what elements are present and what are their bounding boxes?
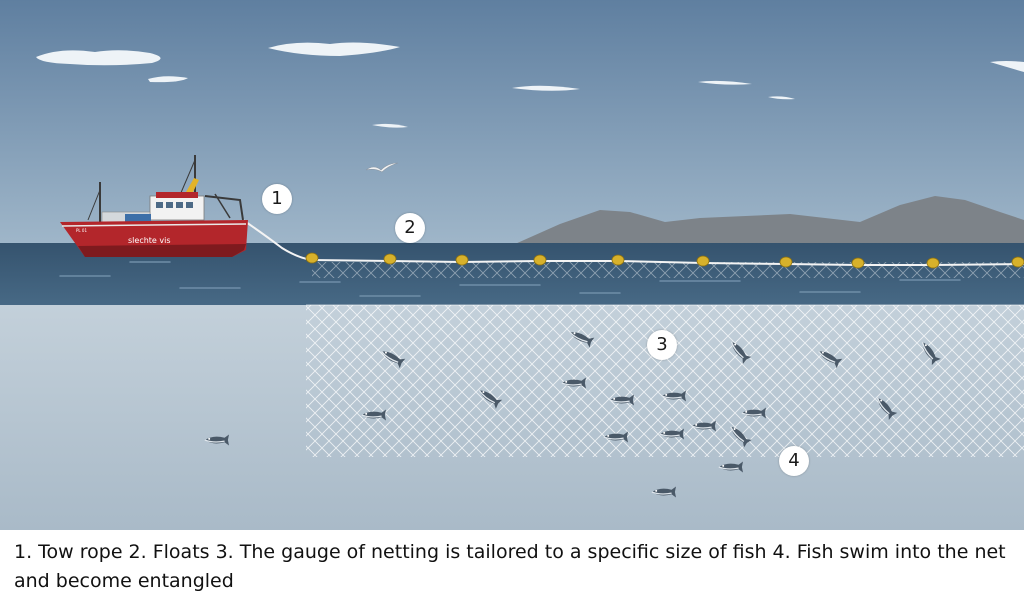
callout-2-floats: 2: [395, 213, 425, 243]
figure-caption: 1. Tow rope 2. Floats 3. The gauge of ne…: [14, 541, 1006, 592]
gillnet-diagram: PL 01 slechte vis: [0, 0, 1024, 530]
float-line: [311, 259, 1024, 266]
wave-highlights: [59, 261, 961, 297]
callout-3-netting: 3: [647, 330, 677, 360]
net-surface-strip: [312, 262, 1024, 278]
mountains: [515, 196, 1024, 244]
callout-1-tow-rope: 1: [262, 184, 292, 214]
boat-name-label: slechte vis: [128, 236, 171, 245]
svg-text:PL 01: PL 01: [76, 228, 87, 233]
tow-rope: [242, 219, 313, 261]
fishing-boat: PL 01: [60, 155, 248, 257]
callout-4-fish: 4: [779, 446, 809, 476]
floats: [305, 252, 1024, 269]
seagull: [365, 162, 399, 173]
clouds: [36, 42, 1024, 128]
